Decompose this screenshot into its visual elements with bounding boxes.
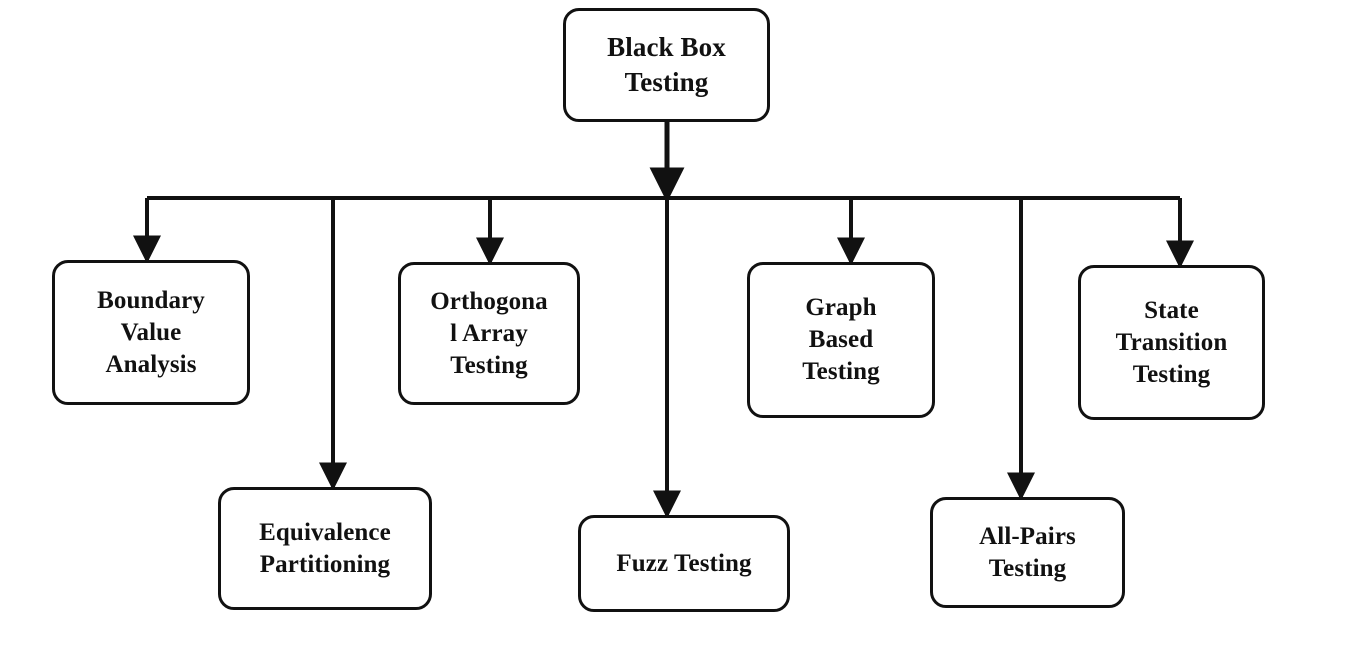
node-label: All-Pairs Testing [979,522,1076,582]
node-equivalence-partitioning[interactable]: Equivalence Partitioning [218,487,432,610]
node-label: Equivalence Partitioning [259,518,391,578]
node-label: Black Box Testing [607,32,726,97]
node-label: Orthogona l Array Testing [430,287,548,379]
node-label: Graph Based Testing [802,294,880,385]
node-black-box-testing[interactable]: Black Box Testing [563,8,770,122]
node-orthogonal-array-testing[interactable]: Orthogona l Array Testing [398,262,580,405]
node-label: Boundary Value Analysis [97,286,205,378]
node-label: Fuzz Testing [616,549,752,577]
node-boundary-value-analysis[interactable]: Boundary Value Analysis [52,260,250,405]
node-state-transition-testing[interactable]: State Transition Testing [1078,265,1265,420]
node-fuzz-testing[interactable]: Fuzz Testing [578,515,790,612]
node-all-pairs-testing[interactable]: All-Pairs Testing [930,497,1125,608]
node-graph-based-testing[interactable]: Graph Based Testing [747,262,935,418]
node-label: State Transition Testing [1115,296,1228,388]
